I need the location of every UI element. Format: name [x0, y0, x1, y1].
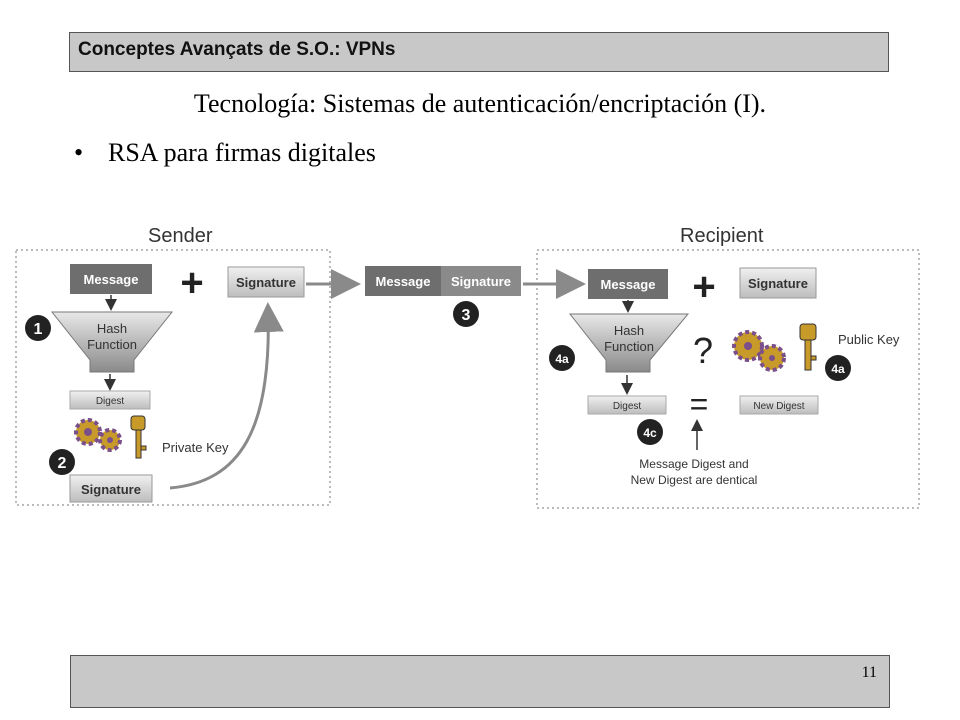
middle-message-signature-box: Message Signature — [365, 266, 521, 296]
sender-plus-sign: + — [180, 261, 203, 305]
recipient-hash-line1: Hash — [614, 323, 644, 338]
footer-bar: 11 — [70, 655, 890, 708]
recipient-gears-icon — [732, 330, 786, 372]
bullet-item: • RSA para firmas digitales — [74, 138, 376, 168]
bullet-text: RSA para firmas digitales — [108, 138, 376, 167]
sender-label: Sender — [148, 225, 213, 247]
recipient-new-digest-box: New Digest — [739, 395, 819, 415]
svg-text:1: 1 — [34, 321, 43, 338]
sender-signature-box: Signature — [69, 474, 153, 503]
recipient-message-box: Message — [588, 269, 668, 299]
step-4a-badge: 4a — [549, 345, 575, 371]
recipient-digest-box: Digest — [587, 395, 667, 415]
header-title: Conceptes Avançats de S.O.: VPNs — [78, 39, 396, 60]
page-number: 11 — [861, 664, 877, 681]
bullet-dot: • — [74, 138, 84, 167]
middle-signature-text: Signature — [451, 274, 511, 289]
note-line2: New Digest are dentical — [631, 473, 758, 487]
sender-curve-arrow — [169, 302, 284, 490]
private-key-icon — [130, 415, 147, 459]
recipient-message-text: Message — [601, 277, 656, 292]
sender-signature-out-box: Signature — [227, 266, 305, 298]
sender-gears-icon — [74, 418, 122, 452]
sender-message-text: Message — [84, 272, 139, 287]
step-3-badge: 3 — [453, 301, 479, 327]
step-1-badge: 1 — [25, 315, 51, 341]
sender-digest-box: Digest — [69, 390, 151, 410]
step-4b-badge: 4a — [825, 355, 851, 381]
sender-hash-funnel: Hash Function — [50, 311, 174, 373]
middle-message-text: Message — [376, 274, 431, 289]
svg-text:4c: 4c — [643, 426, 657, 440]
equals-sign: = — [690, 386, 709, 422]
sender-signature-out-text: Signature — [236, 275, 296, 290]
recipient-signature-text: Signature — [748, 276, 808, 291]
sender-message-box: Message — [70, 264, 152, 294]
sender-signature-text: Signature — [81, 482, 141, 497]
recipient-frame — [536, 249, 920, 509]
sender-hash-line1: Hash — [97, 321, 127, 336]
recipient-new-digest-text: New Digest — [753, 401, 804, 412]
recipient-digest-text: Digest — [613, 401, 642, 412]
header-bar: Conceptes Avançats de S.O.: VPNs — [69, 32, 889, 72]
step-4c-badge: 4c — [637, 419, 663, 445]
recipient-label: Recipient — [680, 225, 764, 247]
recipient-hash-line2: Function — [604, 339, 654, 354]
public-key-label: Public Key — [838, 332, 900, 347]
private-key-label: Private Key — [162, 440, 229, 455]
sender-digest-text: Digest — [96, 396, 125, 407]
svg-text:4a: 4a — [831, 362, 845, 376]
svg-text:3: 3 — [462, 307, 471, 324]
step-2-badge: 2 — [49, 449, 75, 475]
public-key-icon — [799, 323, 817, 371]
slide-subtitle: Tecnología: Sistemas de autenticación/en… — [193, 89, 767, 118]
sender-frame — [15, 249, 331, 506]
svg-text:2: 2 — [58, 455, 67, 472]
rsa-signature-diagram: Sender Recipient Message Hash Function 1… — [15, 225, 920, 509]
question-mark: ? — [693, 330, 713, 371]
svg-text:4a: 4a — [555, 352, 569, 366]
recipient-hash-funnel: Hash Function — [568, 313, 690, 373]
sender-hash-line2: Function — [87, 337, 137, 352]
note-line1: Message Digest and — [639, 457, 748, 471]
recipient-plus-sign: + — [692, 265, 715, 309]
recipient-signature-box: Signature — [739, 267, 817, 299]
